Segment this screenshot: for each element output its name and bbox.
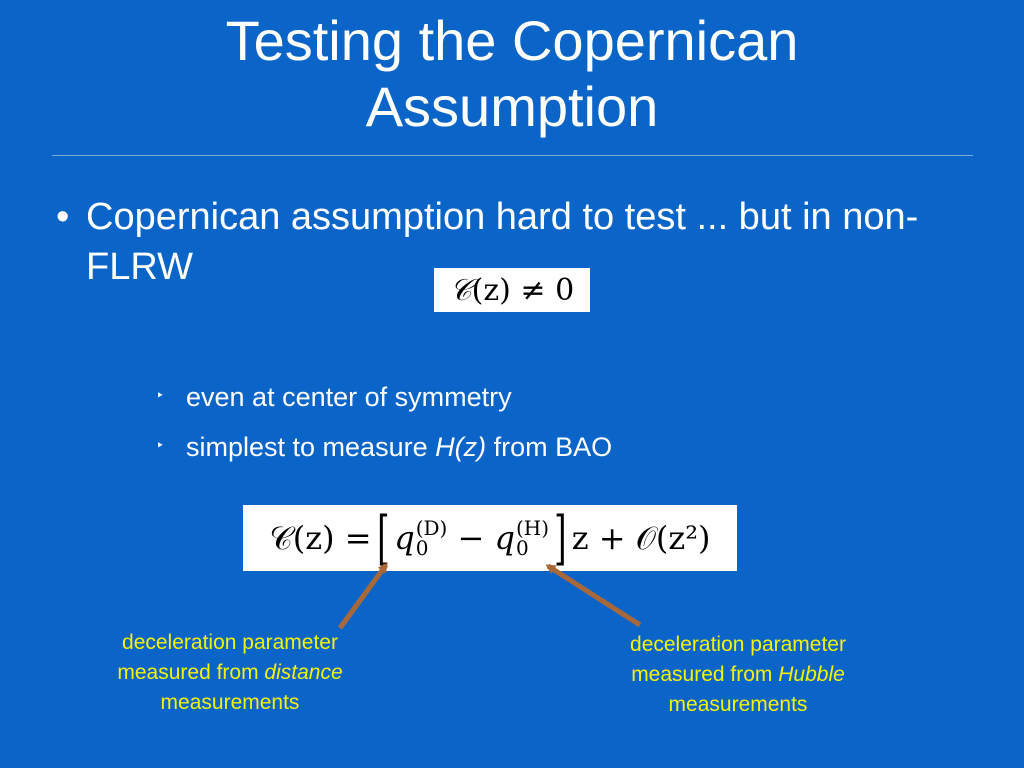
annotation-line: measured from	[117, 661, 265, 684]
title-line-2: Assumption	[365, 75, 659, 138]
annotation-distance: deceleration parameter measured from dis…	[70, 628, 390, 718]
arrow-to-q-distance	[337, 562, 389, 630]
q-symbol: q	[394, 519, 415, 557]
sup-h: (H)	[516, 516, 550, 540]
sub-bullet-prefix: simplest to measure	[186, 432, 436, 462]
arrow-to-q-hubble	[545, 563, 642, 628]
formula-inline-rest: (z) ≠ 0	[471, 272, 575, 308]
slide-title: Testing the Copernican Assumption	[0, 8, 1024, 140]
sub-bullet-item: ‣ simplest to measure H(z) from BAO	[156, 422, 612, 472]
sup-d: (D)	[415, 516, 448, 540]
q-symbol: q	[494, 519, 515, 557]
annotation-emph: Hubble	[778, 663, 845, 686]
formula-main: 𝒞(z) = [ q (D) 0 − q (H) 0 ] z + 𝒪(z²)	[243, 505, 737, 571]
sub-zero: 0	[415, 536, 429, 560]
left-bracket: [	[376, 504, 390, 572]
q-distance-term: q (D) 0	[394, 518, 447, 558]
q-distance-indices: (D) 0	[416, 518, 448, 558]
main-bullet-text: Copernican assumption hard to test ... b…	[86, 196, 919, 288]
title-line-1: Testing the Copernican	[225, 9, 799, 72]
main-bullet: • Copernican assumption hard to test ...…	[56, 192, 956, 292]
annotation-emph: distance	[264, 661, 343, 684]
formula-main-lhs: 𝒞(z) =	[269, 518, 372, 557]
annotation-line: measurements	[160, 691, 300, 714]
triangle-bullet-icon: ‣	[156, 437, 165, 453]
minus-sign: −	[457, 519, 485, 557]
bullet-dot-icon: •	[56, 196, 70, 238]
formula-main-rhs: z + 𝒪(z²)	[571, 518, 711, 557]
title-divider	[52, 155, 973, 156]
sub-bullet-emph: H(z)	[435, 432, 487, 462]
annotation-line: measurements	[668, 693, 808, 716]
sub-bullet-text: even at center of symmetry	[186, 382, 512, 412]
q-hubble-term: q (H) 0	[495, 518, 550, 558]
annotation-line: measured from	[631, 663, 779, 686]
formula-inline: 𝒞(z) ≠ 0	[434, 268, 590, 312]
formula-inline-c: 𝒞	[449, 272, 472, 308]
annotation-hubble: deceleration parameter measured from Hub…	[584, 630, 892, 720]
sub-bullet-list: ‣ even at center of symmetry ‣ simplest …	[156, 372, 612, 472]
sub-bullet-item: ‣ even at center of symmetry	[156, 372, 612, 422]
q-hubble-indices: (H) 0	[516, 518, 549, 558]
right-bracket: ]	[554, 504, 567, 572]
sub-bullet-suffix: from BAO	[486, 432, 613, 462]
annotation-line: deceleration parameter	[122, 631, 338, 654]
annotation-line: deceleration parameter	[630, 633, 846, 656]
triangle-bullet-icon: ‣	[156, 387, 165, 403]
sub-zero: 0	[516, 536, 529, 560]
